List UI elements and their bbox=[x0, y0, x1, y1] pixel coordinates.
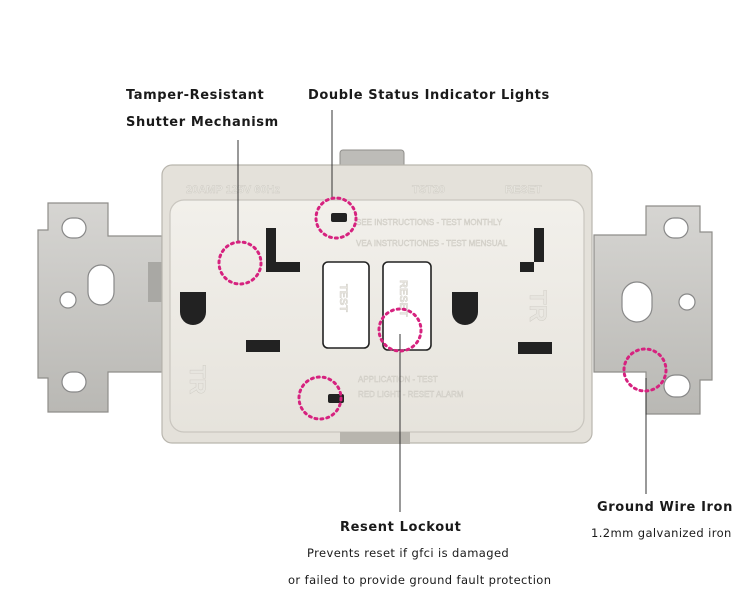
indicator-top-marker-circle bbox=[314, 196, 358, 240]
indicator-light-top bbox=[331, 213, 347, 222]
right-receptacle bbox=[452, 228, 552, 354]
reset-lockout-marker-circle bbox=[377, 307, 423, 353]
reset-marking: RESET bbox=[505, 184, 542, 196]
reset-button[interactable]: RESET bbox=[382, 261, 432, 351]
instructions-es: VEA INSTRUCTIONES - TEST MENSUAL bbox=[356, 239, 508, 248]
reset-button-label: RESET bbox=[397, 280, 409, 317]
lockout-desc-2: or failed to provide ground fault protec… bbox=[288, 573, 552, 587]
bottom-text-2: RED LIGHT - RESET ALARM bbox=[358, 390, 464, 399]
lockout-desc-1: Prevents reset if gfci is damaged bbox=[307, 546, 510, 560]
left-mounting-strap bbox=[37, 202, 163, 413]
bottom-text-1: APPLICATION - TEST bbox=[358, 375, 438, 384]
tr-mark-left: TR bbox=[185, 365, 210, 394]
tamper-marker-circle bbox=[217, 240, 263, 286]
ground-desc: 1.2mm galvanized iron bbox=[591, 526, 732, 540]
rating-text: 20AMP 125V 60Hz bbox=[186, 184, 280, 196]
instructions-en: SEE INSTRUCTIONS - TEST MONTHLY bbox=[356, 218, 503, 227]
tr-mark-right: TR bbox=[524, 290, 551, 322]
tamper-label-line1: Tamper-Resistant bbox=[126, 88, 265, 103]
indicator-bottom-marker-circle bbox=[297, 375, 343, 421]
ground-marker-circle bbox=[622, 347, 668, 393]
test-button-label: TEST bbox=[337, 284, 349, 312]
left-receptacle bbox=[180, 228, 300, 352]
lockout-label: Resent Lockout bbox=[340, 520, 462, 535]
ground-label: Ground Wire Iron bbox=[597, 500, 733, 515]
callout-leader-lines bbox=[237, 110, 647, 512]
test-button[interactable]: TEST bbox=[322, 261, 370, 349]
test-marking: TST20 bbox=[412, 184, 445, 196]
tamper-label-line2: Shutter Mechanism bbox=[126, 115, 279, 130]
indicator-label: Double Status Indicator Lights bbox=[308, 88, 550, 103]
right-mounting-strap bbox=[593, 205, 713, 415]
